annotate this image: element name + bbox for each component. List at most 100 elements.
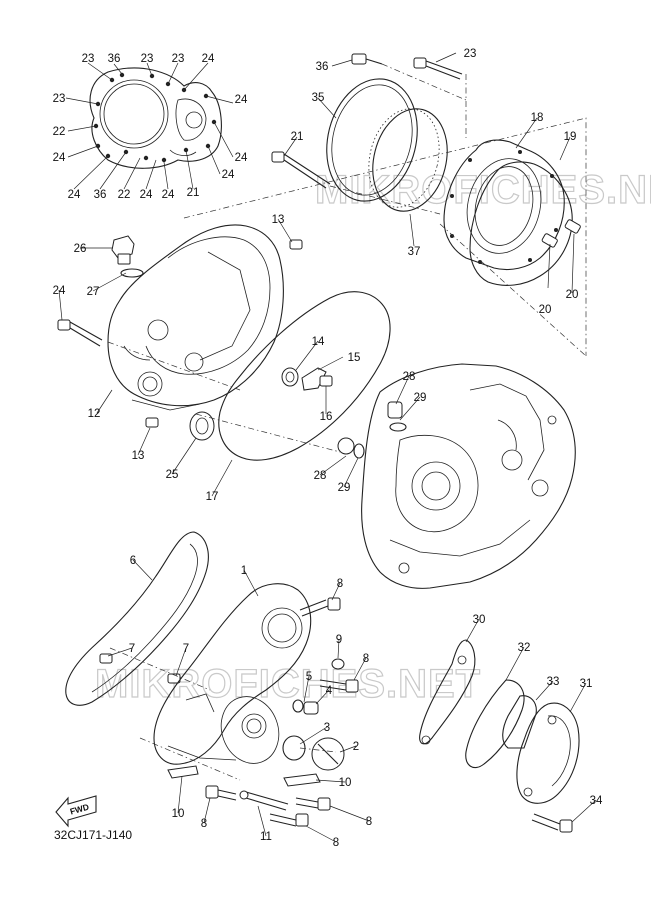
callout-9: 9	[336, 634, 342, 646]
hose-guide-11	[239, 790, 289, 811]
callout-2: 2	[353, 741, 359, 753]
callout-24: 24	[235, 94, 248, 106]
callout-30: 30	[473, 614, 486, 626]
callout-23: 23	[172, 53, 185, 65]
bolt-34	[531, 813, 573, 833]
callout-35: 35	[312, 92, 325, 104]
callout-28: 28	[314, 470, 327, 482]
callout-29: 29	[338, 482, 351, 494]
bolt-23-top	[413, 57, 463, 80]
callout-13: 13	[132, 450, 145, 462]
callout-33: 33	[547, 676, 560, 688]
callout-23: 23	[53, 93, 66, 105]
gasket-bolt-holes	[93, 72, 217, 163]
callout-7: 7	[183, 643, 189, 655]
bolt-36-top	[351, 53, 383, 65]
callout-29: 29	[414, 392, 427, 404]
callout-14: 14	[312, 336, 325, 348]
o-ring-29	[353, 443, 365, 459]
crankcase-cover-gasket-17	[218, 291, 391, 461]
collar-28-right	[387, 401, 403, 419]
callout-8: 8	[201, 818, 207, 830]
callout-15: 15	[348, 352, 361, 364]
callout-23: 23	[82, 53, 95, 65]
cover-insert-37	[368, 108, 448, 212]
callout-19: 19	[564, 131, 577, 143]
callout-25: 25	[166, 469, 179, 481]
callout-8: 8	[337, 578, 343, 590]
collar-28	[337, 437, 355, 455]
clamp-10-left	[167, 765, 199, 779]
callout-10: 10	[339, 777, 352, 789]
gasket-bolt-plate	[89, 67, 222, 169]
washer-9	[331, 658, 345, 670]
callout-20: 20	[539, 304, 552, 316]
bolt-21-top	[271, 151, 331, 189]
callout-3: 3	[324, 722, 330, 734]
callout-20: 20	[566, 289, 579, 301]
callout-24: 24	[235, 152, 248, 164]
callout-27: 27	[87, 286, 100, 298]
callout-28: 28	[403, 371, 416, 383]
alignment-line-top	[183, 63, 587, 357]
callout-23: 23	[464, 48, 477, 60]
callout-17: 17	[206, 491, 219, 503]
callout-11: 11	[260, 831, 272, 843]
bolt-8-low-left	[205, 785, 237, 801]
fwd-arrow-icon: FWD	[55, 795, 97, 828]
plug-4	[303, 701, 319, 715]
callout-31: 31	[580, 678, 593, 690]
callout-36: 36	[108, 53, 121, 65]
sprocket-cover-31	[516, 702, 580, 804]
guide-plate-32	[465, 679, 525, 769]
guide-30	[419, 639, 476, 745]
o-ring-5	[292, 699, 304, 713]
callout-34: 34	[590, 795, 603, 807]
callout-24: 24	[202, 53, 215, 65]
clutch-cover-18	[443, 139, 565, 271]
bolt-16	[319, 375, 333, 387]
o-ring-3	[282, 735, 306, 761]
o-ring-27	[120, 268, 144, 278]
callout-5: 5	[306, 671, 312, 683]
callout-26: 26	[74, 243, 87, 255]
callout-18: 18	[531, 112, 544, 124]
callout-6: 6	[130, 555, 136, 567]
callout-23: 23	[141, 53, 154, 65]
callout-22: 22	[118, 189, 131, 201]
bolt-8-mid	[319, 679, 359, 693]
bolt-8-upper	[299, 597, 341, 617]
callout-24: 24	[68, 189, 81, 201]
callout-32: 32	[518, 642, 531, 654]
callout-1: 1	[241, 565, 247, 577]
dowel-pins-20	[541, 219, 581, 248]
plug-2	[311, 737, 345, 771]
crankcase-cover-12	[107, 224, 284, 411]
alignment-line-bottom	[109, 647, 337, 781]
o-ring-29-right	[389, 422, 407, 432]
callout-8: 8	[366, 816, 372, 828]
alignment-line-middle	[107, 244, 341, 453]
callout-24: 24	[53, 285, 66, 297]
crankcase-cover-gasket-6	[65, 531, 209, 706]
watermark-top: MIKROFICHES.NET	[315, 168, 651, 212]
callout-labels: 23 36 23 23 24 23 24 22 24 24 24 24 36 2…	[53, 48, 603, 849]
bolt-24-left	[57, 319, 103, 347]
callout-24: 24	[162, 189, 175, 201]
clamp-10-right	[283, 773, 321, 787]
callout-21: 21	[187, 187, 200, 199]
callout-4: 4	[326, 685, 333, 697]
callout-16: 16	[320, 411, 333, 423]
callout-10: 10	[172, 808, 185, 820]
oil-seal-25	[189, 411, 215, 441]
callout-37: 37	[408, 246, 421, 258]
clutch-cover-gasket-19	[469, 161, 573, 286]
callout-8: 8	[333, 837, 339, 849]
callout-8: 8	[363, 653, 369, 665]
callout-13: 13	[272, 214, 285, 226]
callout-24: 24	[222, 169, 235, 181]
dowel-pin-13-bottom	[145, 417, 159, 428]
callout-24: 24	[53, 152, 66, 164]
callout-36: 36	[94, 189, 107, 201]
